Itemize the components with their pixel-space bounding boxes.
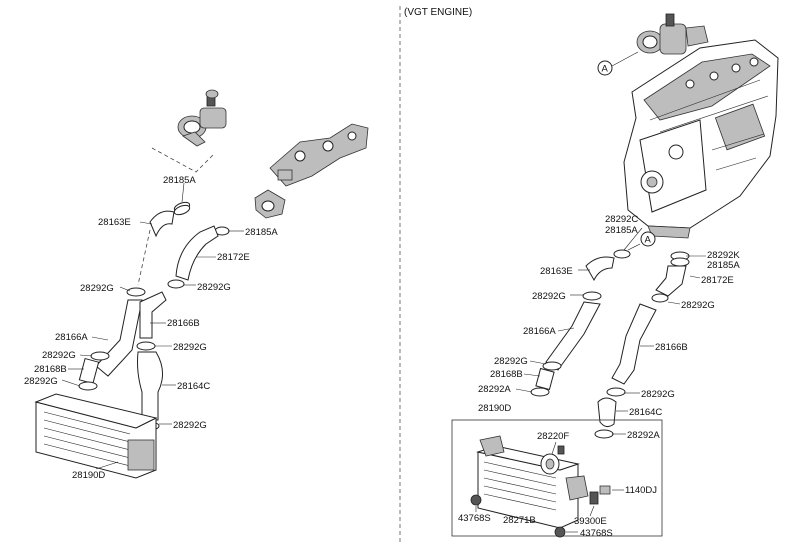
label-28185a-right-b: 28185A [707, 260, 740, 271]
label-28185a-top: 28185A [163, 175, 196, 186]
callout-a-top: A [602, 64, 609, 75]
pipe-28166b-right [611, 303, 657, 385]
label-28292c: 28292C [605, 214, 638, 225]
hose-28172e-right [655, 265, 687, 297]
turbocharger-right [636, 13, 709, 55]
clamp [606, 387, 626, 397]
clamp [90, 351, 110, 361]
label-28172e: 28172E [217, 252, 250, 263]
clamp [126, 287, 146, 297]
label-1140dj: 1140DJ [625, 485, 657, 496]
exhaust-manifold [269, 123, 369, 187]
label-28168b: 28168B [34, 364, 67, 375]
label-28292g-f: 28292G [173, 420, 207, 431]
label-28292a-right-b: 28292A [627, 430, 660, 441]
label-39300e: 39300E [574, 516, 607, 527]
vgt-engine-title: (VGT ENGINE) [404, 7, 472, 18]
label-28166b-right: 28166B [655, 342, 688, 353]
pipe-28166a-right [545, 301, 601, 371]
engine-assembly [623, 39, 779, 239]
clamp [651, 293, 669, 303]
clamp [582, 291, 602, 301]
label-28292g-right-b: 28292G [681, 300, 715, 311]
callout-circle-a [597, 60, 613, 76]
pipe-28166a [95, 299, 143, 377]
callout-a-mid: A [645, 235, 652, 246]
connector-28168b [78, 357, 100, 385]
clamp [167, 279, 185, 289]
label-43768s-a: 43768S [458, 513, 491, 524]
clamp [613, 249, 631, 259]
label-28166a-right: 28166A [523, 326, 556, 337]
label-28190d-right: 28190D [478, 403, 511, 414]
intercooler-left [34, 393, 158, 479]
hose-28172e [175, 225, 219, 281]
locator-line [137, 229, 151, 286]
turbocharger-left [177, 89, 227, 147]
clamp [530, 387, 550, 397]
label-28271b: 28271B [503, 515, 536, 526]
label-28292g-right-d: 28292G [641, 389, 675, 400]
label-28292g-right-a: 28292G [532, 291, 566, 302]
hose-28164c-right [597, 397, 617, 428]
label-28164c: 28164C [177, 381, 210, 392]
label-28163e: 28163E [98, 217, 131, 228]
label-28190d-left: 28190D [72, 470, 105, 481]
hose-28163e [149, 210, 175, 238]
sensor-39300e [589, 491, 599, 505]
sensor-28220f [540, 445, 565, 475]
callout-circle-a [640, 231, 656, 247]
hose-28164c [137, 351, 163, 421]
clamp [670, 257, 690, 267]
grommet-43768s [470, 494, 482, 506]
label-28172e-right: 28172E [701, 275, 734, 286]
label-28166b: 28166B [167, 318, 200, 329]
clamp [136, 341, 156, 351]
intake-fitting [254, 189, 286, 219]
pipe-28166b [139, 291, 167, 339]
clamp [594, 429, 614, 439]
label-28168b-right: 28168B [490, 369, 523, 380]
label-28292k: 28292K [707, 250, 740, 261]
label-43768s-b: 43768S [580, 528, 613, 539]
label-28164c-right: 28164C [629, 407, 662, 418]
label-28292g-right-c: 28292G [494, 356, 528, 367]
label-28292a-right-a: 28292A [478, 384, 511, 395]
clamp [78, 381, 98, 391]
grommet-43768s [554, 526, 566, 538]
label-28185a-mid: 28185A [245, 227, 278, 238]
label-28292g-b: 28292G [197, 282, 231, 293]
hose-28163e-right [585, 256, 615, 282]
label-28163e-right: 28163E [540, 266, 573, 277]
locator-line [151, 147, 215, 173]
label-28292g-c: 28292G [173, 342, 207, 353]
connector-28168b-right [535, 367, 555, 391]
label-28166a: 28166A [55, 332, 88, 343]
clamp [173, 201, 191, 216]
label-28292g-d: 28292G [42, 350, 76, 361]
label-28220f: 28220F [537, 431, 569, 442]
label-28292g-a: 28292G [80, 283, 114, 294]
clamp [542, 361, 562, 371]
label-28185a-right-a: 28185A [605, 225, 638, 236]
label-28292g-e: 28292G [24, 376, 58, 387]
bolt-1140dj [599, 485, 611, 495]
